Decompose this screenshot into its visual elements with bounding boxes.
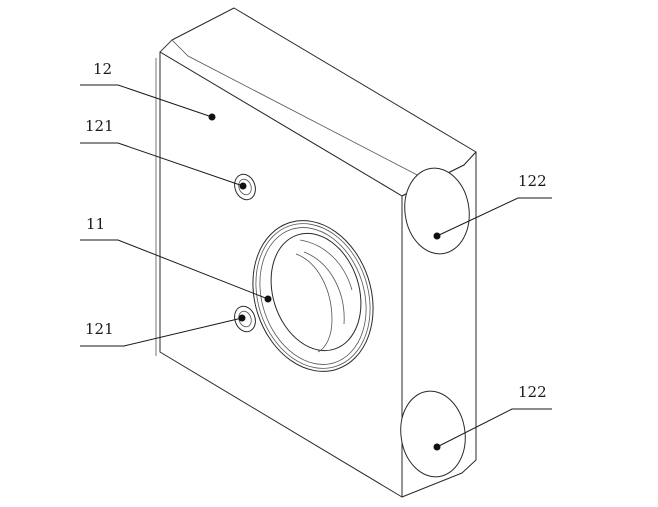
pad-122-bottom [400,390,466,478]
label-12: 12 [93,60,113,78]
top-bevel-line [171,39,451,193]
leader-dot-121-top [239,182,247,190]
leader-dot-122-bottom [433,443,441,451]
label-122-bottom: 122 [518,383,547,401]
bore-11 [252,220,374,372]
leader-121-bottom [80,317,243,347]
leader-11 [80,239,269,300]
leader-122-top [436,197,552,237]
leader-12 [80,84,213,118]
leader-dot-12 [208,113,216,121]
hole-121-top-icon [234,173,256,201]
leader-dot-121-bottom [238,314,246,322]
label-11: 11 [86,215,106,233]
label-122-top: 122 [518,172,547,190]
leader-122-bottom [436,408,552,448]
front-chamfer-line [159,39,173,53]
pad-122-top [404,167,470,255]
leader-121-top [80,142,244,187]
leader-dot-11 [264,295,272,303]
label-121-top: 121 [85,117,114,135]
hole-121-bottom-icon [234,305,256,333]
label-121-bottom: 121 [85,320,114,338]
block-front-face [159,51,403,498]
leader-dot-122-top [433,232,441,240]
